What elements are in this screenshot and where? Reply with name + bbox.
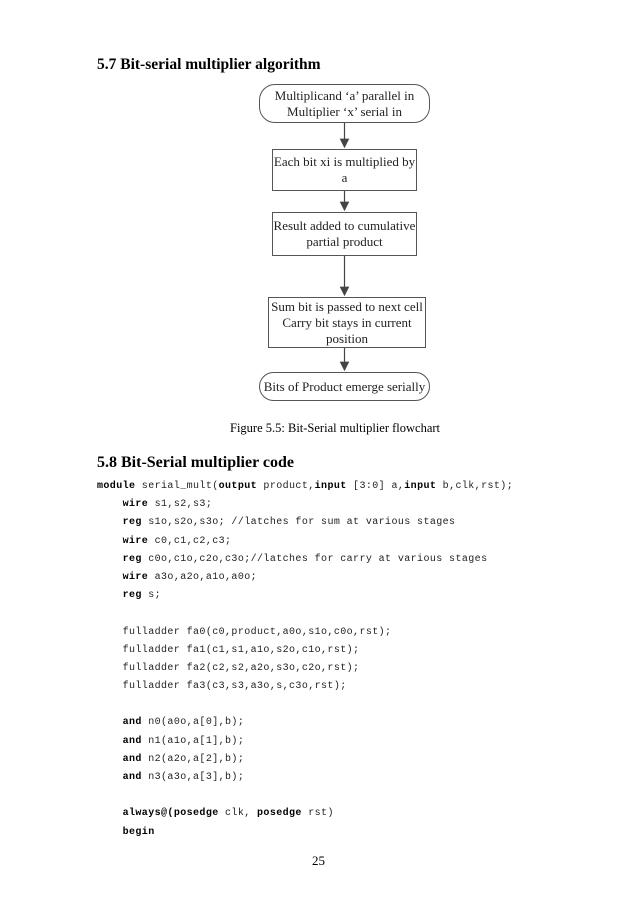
node-text: Multiplier ‘x’ serial in [287,103,402,119]
code-line: reg c0o,c1o,c2o,c3o;//latches for carry … [97,551,617,569]
code-keyword: reg [122,590,142,602]
section-heading: 5.7 Bit-serial multiplier algorithm [97,56,321,73]
code-keyword: wire [122,535,149,547]
code-text: b,clk,rst); [436,481,514,492]
flowchart-end-node: Bits of Product emerge serially [259,372,430,401]
code-text [97,736,123,747]
code-text [97,517,123,528]
code-keyword: and [122,735,142,747]
node-text: Bits of Product emerge serially [263,378,426,394]
code-line: and n2(a2o,a[2],b); [97,751,617,769]
code-text: fulladder fa3(c3,s3,a3o,s,c3o,rst); [97,681,347,693]
code-line: and n0(a0o,a[0],b); [97,714,617,732]
code-text: s; [141,590,162,602]
code-text [97,554,123,565]
code-line: reg s; [97,587,617,605]
code-text [97,499,123,510]
code-line [97,787,617,805]
code-text: rst) [301,808,334,820]
code-keyword: posedge [257,808,302,820]
code-text: a3o,a2o,a1o,a0o; [148,571,258,583]
code-keyword: and [122,717,142,729]
code-text: fulladder fa1(c1,s1,a1o,s2o,c1o,rst); [97,644,360,656]
code-text: n3(a3o,a[3],b); [141,772,245,783]
code-text: n1(a1o,a[1],b); [141,735,245,747]
section-heading: 5.8 Bit-Serial multiplier code [97,454,295,471]
node-text: position [326,330,368,346]
code-keyword: always@(posedge [122,808,219,820]
node-text: a [341,170,348,185]
code-line: fulladder fa0(c0,product,a0o,s1o,c0o,rst… [97,624,617,642]
code-line: and n3(a3o,a[3],b); [97,769,617,787]
code-text: fulladder fa2(c2,s2,a2o,s3o,c2o,rst); [97,662,360,674]
node-text: partial product [306,234,383,249]
flowchart-step-accumulate: Result added to cumulative partial produ… [272,212,417,256]
code-text [97,772,123,783]
code-text: [3:0] a, [346,481,405,492]
code-text: clk, [218,808,258,820]
code-line: fulladder fa3(c3,s3,a3o,s,c3o,rst); [97,678,617,696]
code-text [97,572,123,583]
code-text: product, [257,481,315,492]
code-text: n0(a0o,a[0],b); [141,717,245,729]
node-text: Multiplicand ‘a’ parallel in [274,87,415,103]
code-text: c0o,c1o,c2o,c3o;//latches for carry at v… [141,553,488,565]
code-text [97,808,123,819]
code-text [97,827,123,838]
code-keyword: input [314,481,347,492]
flowchart-step-multiply: Each bit xi is multiplied by a [272,149,417,191]
flowchart-step-pass-sum: Sum bit is passed to next cell Carry bit… [268,297,426,348]
figure-caption: Figure 5.5: Bit-Serial multiplier flowch… [230,421,441,435]
code-keyword: output [218,481,258,492]
code-line: and n1(a1o,a[1],b); [97,733,617,751]
code-text [97,536,123,547]
code-line [97,696,617,714]
code-text: s1,s2,s3; [148,499,213,511]
code-line: module serial_mult(output product,input … [97,478,617,496]
code-keyword: and [122,753,142,765]
node-text: Each bit xi is multiplied by [273,154,416,169]
code-keyword: and [122,772,142,783]
code-line: wire c0,c1,c2,c3; [97,533,617,551]
code-line: fulladder fa2(c2,s2,a2o,s3o,c2o,rst); [97,660,617,678]
node-text: Sum bit is passed to next cell [271,298,423,314]
code-keyword: reg [122,517,142,529]
code-line: wire s1,s2,s3; [97,496,617,514]
code-line: fulladder fa1(c1,s1,a1o,s2o,c1o,rst); [97,642,617,660]
code-keyword: begin [122,826,155,838]
code-line [97,605,617,623]
code-text: s1o,s2o,s3o; //latches for sum at variou… [141,517,456,529]
page-number: 25 [312,853,325,868]
code-line: always@(posedge clk, posedge rst) [97,805,617,823]
node-text: Result added to cumulative [273,218,416,233]
code-text [97,717,123,728]
code-keyword: module [97,481,136,492]
code-keyword: reg [122,553,142,565]
code-line: wire a3o,a2o,a1o,a0o; [97,569,617,587]
code-line: begin [97,824,617,842]
code-text: fulladder fa0(c0,product,a0o,s1o,c0o,rst… [97,626,392,638]
code-keyword: wire [122,571,149,583]
node-text: Carry bit stays in current [282,314,412,330]
code-keyword: wire [122,499,149,511]
code-text [97,590,123,601]
code-keyword: input [404,481,437,492]
code-text: serial_mult( [135,481,219,492]
code-line: reg s1o,s2o,s3o; //latches for sum at va… [97,514,617,532]
code-text [97,754,123,765]
code-block: module serial_mult(output product,input … [97,478,617,842]
flowchart-start-node: Multiplicand ‘a’ parallel in Multiplier … [259,84,430,123]
code-text: c0,c1,c2,c3; [148,535,232,547]
code-text: n2(a2o,a[2],b); [141,753,245,765]
